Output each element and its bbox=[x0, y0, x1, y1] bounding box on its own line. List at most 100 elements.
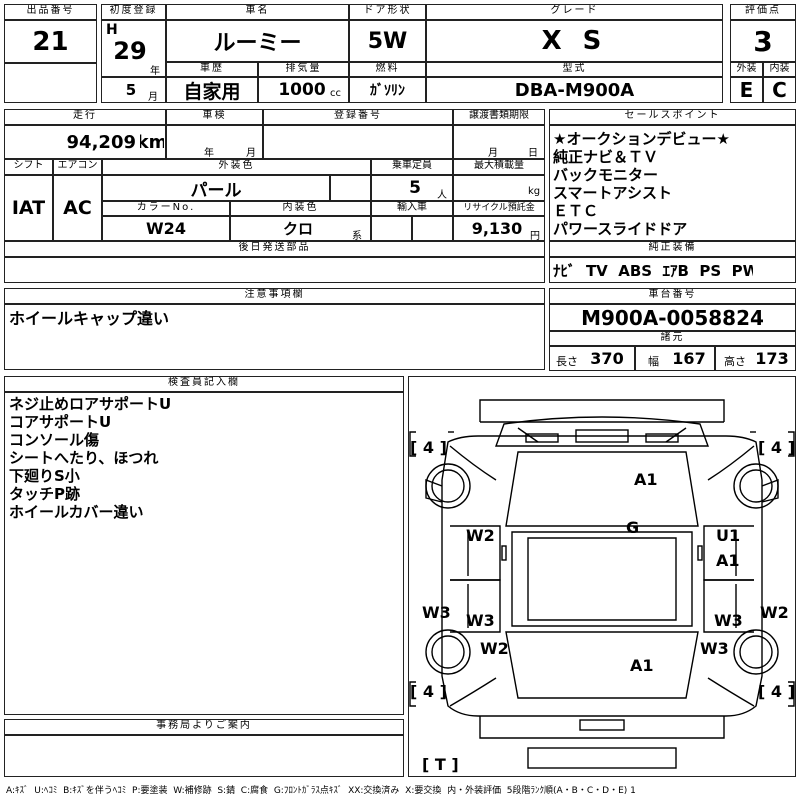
displacement-unit: cc bbox=[330, 88, 341, 99]
inspection-header: 車検 bbox=[166, 109, 263, 125]
sales-point-3: バックモニター bbox=[553, 166, 659, 184]
reg-year-value: 29 bbox=[113, 37, 147, 65]
displacement-cell bbox=[258, 77, 349, 103]
displacement-header: 排気量 bbox=[258, 62, 349, 77]
width-value: 167 bbox=[672, 349, 706, 368]
recycle-unit: 円 bbox=[530, 231, 540, 242]
reg-month-cell bbox=[101, 77, 166, 103]
lot-no-header: 出品番号 bbox=[4, 4, 97, 20]
lot-no-value: 21 bbox=[32, 26, 69, 57]
score-header: 評価点 bbox=[730, 4, 796, 20]
import-header: 輸入車 bbox=[371, 201, 453, 216]
recycle-cell bbox=[453, 216, 545, 241]
ac-header: エアコン bbox=[53, 159, 102, 175]
inspector-cell bbox=[4, 392, 404, 715]
history-header: 車歴 bbox=[166, 62, 258, 77]
mark-trunk: A1 bbox=[630, 656, 654, 675]
fuel-value: ｶﾞｿﾘﾝ bbox=[370, 83, 405, 99]
int-color-cell bbox=[230, 216, 371, 241]
transfer-day-unit: 日 bbox=[528, 148, 538, 159]
transfer-cell bbox=[453, 125, 545, 159]
model-code-cell bbox=[426, 77, 723, 103]
reg-year-unit: 年 bbox=[150, 66, 160, 77]
inspector-header: 検査員記入欄 bbox=[4, 376, 404, 392]
interior-header: 内装 bbox=[763, 62, 796, 77]
mark-left-front-door: W2 bbox=[466, 526, 495, 545]
sales-point-1: ★オークションデビュー★ bbox=[553, 130, 730, 148]
ac-value: AC bbox=[63, 197, 92, 219]
car-name-cell bbox=[166, 20, 349, 62]
ext-color-value: パール bbox=[190, 180, 242, 201]
mileage-value: 94,209 bbox=[66, 131, 136, 153]
ext-color-cell bbox=[102, 175, 330, 201]
inspector-note-6: タッチP跡 bbox=[9, 485, 80, 503]
sales-points-header: セールスポイント bbox=[549, 109, 796, 125]
import-cell-a bbox=[371, 216, 412, 241]
history-value: 自家用 bbox=[183, 80, 241, 103]
mileage-unit: km bbox=[140, 131, 164, 153]
max-load-header: 最大積載量 bbox=[453, 159, 545, 175]
mark-hood: A1 bbox=[634, 470, 658, 489]
inspector-note-7: ホイールカバー違い bbox=[9, 503, 144, 521]
mark-tire-rl: [ 4 ] bbox=[410, 682, 447, 701]
car-diagram-panel bbox=[408, 376, 796, 777]
notes-cell bbox=[4, 304, 545, 370]
grade-header: グレード bbox=[426, 4, 723, 20]
grade-cell bbox=[426, 20, 723, 62]
lot-no-cell bbox=[4, 20, 97, 63]
recycle-header: リサイクル預託金 bbox=[453, 201, 545, 216]
sales-points-cell bbox=[549, 125, 796, 241]
mileage-cell bbox=[4, 125, 166, 159]
score-cell bbox=[730, 20, 796, 62]
height-value: 173 bbox=[755, 349, 789, 368]
first-reg-header: 初度登録 bbox=[101, 4, 166, 20]
door-value: 5W bbox=[367, 28, 408, 54]
equipment-value: ﾅﾋﾞ TV ABS ｴｱB PS PW bbox=[553, 261, 753, 280]
inspector-note-5: 下廻りS小 bbox=[9, 467, 80, 485]
ac-cell bbox=[53, 175, 102, 241]
interior-cell bbox=[763, 77, 796, 103]
ext-color-header: 外装色 bbox=[102, 159, 371, 175]
max-load-cell bbox=[453, 175, 545, 201]
inspection-year-unit: 年 bbox=[204, 148, 214, 159]
color-no-cell bbox=[102, 216, 230, 241]
mark-tire-fr: [ 4 ] bbox=[758, 438, 795, 457]
mark-right-rear-quarter: W3 bbox=[700, 639, 729, 658]
fuel-cell bbox=[349, 77, 426, 103]
color-no-value: W24 bbox=[146, 219, 186, 238]
chassis-no-header: 車台番号 bbox=[549, 288, 796, 304]
grade-value: X S bbox=[541, 26, 608, 56]
height-label: 高さ bbox=[724, 355, 746, 368]
height-cell bbox=[715, 346, 796, 371]
mark-right-front-door-1: U1 bbox=[716, 526, 741, 545]
door-header: ドア形状 bbox=[349, 4, 426, 20]
exterior-header: 外装 bbox=[730, 62, 763, 77]
capacity-unit: 人 bbox=[437, 190, 447, 201]
sales-point-6: パワースライドドア bbox=[553, 220, 688, 238]
recycle-value: 9,130 bbox=[471, 219, 523, 238]
sales-point-2: 純正ナビ＆ＴＶ bbox=[553, 148, 659, 166]
int-color-value: クロ bbox=[282, 220, 313, 238]
sales-point-5: ＥＴＣ bbox=[553, 202, 599, 220]
exterior-cell bbox=[730, 77, 763, 103]
legend-text: A:ｷｽﾞ U:ﾍｺﾐ B:ｷｽﾞを伴うﾍｺﾐ P:要塗装 W:補修跡 S:錆 … bbox=[6, 786, 636, 796]
exterior-grade-value: E bbox=[739, 78, 754, 102]
int-color-unit: 系 bbox=[352, 231, 362, 242]
import-cell-b bbox=[412, 216, 453, 241]
later-parts-header: 後日発送部品 bbox=[4, 241, 545, 257]
model-code-value: DBA-M900A bbox=[514, 79, 635, 101]
length-value: 370 bbox=[590, 349, 624, 368]
car-name-value: ルーミー bbox=[213, 31, 302, 56]
first-reg-cell bbox=[101, 20, 166, 77]
transfer-header: 譲渡書類期限 bbox=[453, 109, 545, 125]
sales-point-4: スマートアシスト bbox=[553, 184, 672, 202]
length-cell bbox=[549, 346, 635, 371]
era-label: H bbox=[106, 22, 118, 38]
load-unit: kg bbox=[528, 186, 541, 197]
mark-tire-fl: [ 4 ] bbox=[410, 438, 447, 457]
history-cell bbox=[166, 77, 258, 103]
later-parts-cell bbox=[4, 257, 545, 283]
equipment-header: 純正装備 bbox=[549, 241, 796, 257]
capacity-header: 乗車定員 bbox=[371, 159, 453, 175]
office-cell bbox=[4, 735, 404, 777]
